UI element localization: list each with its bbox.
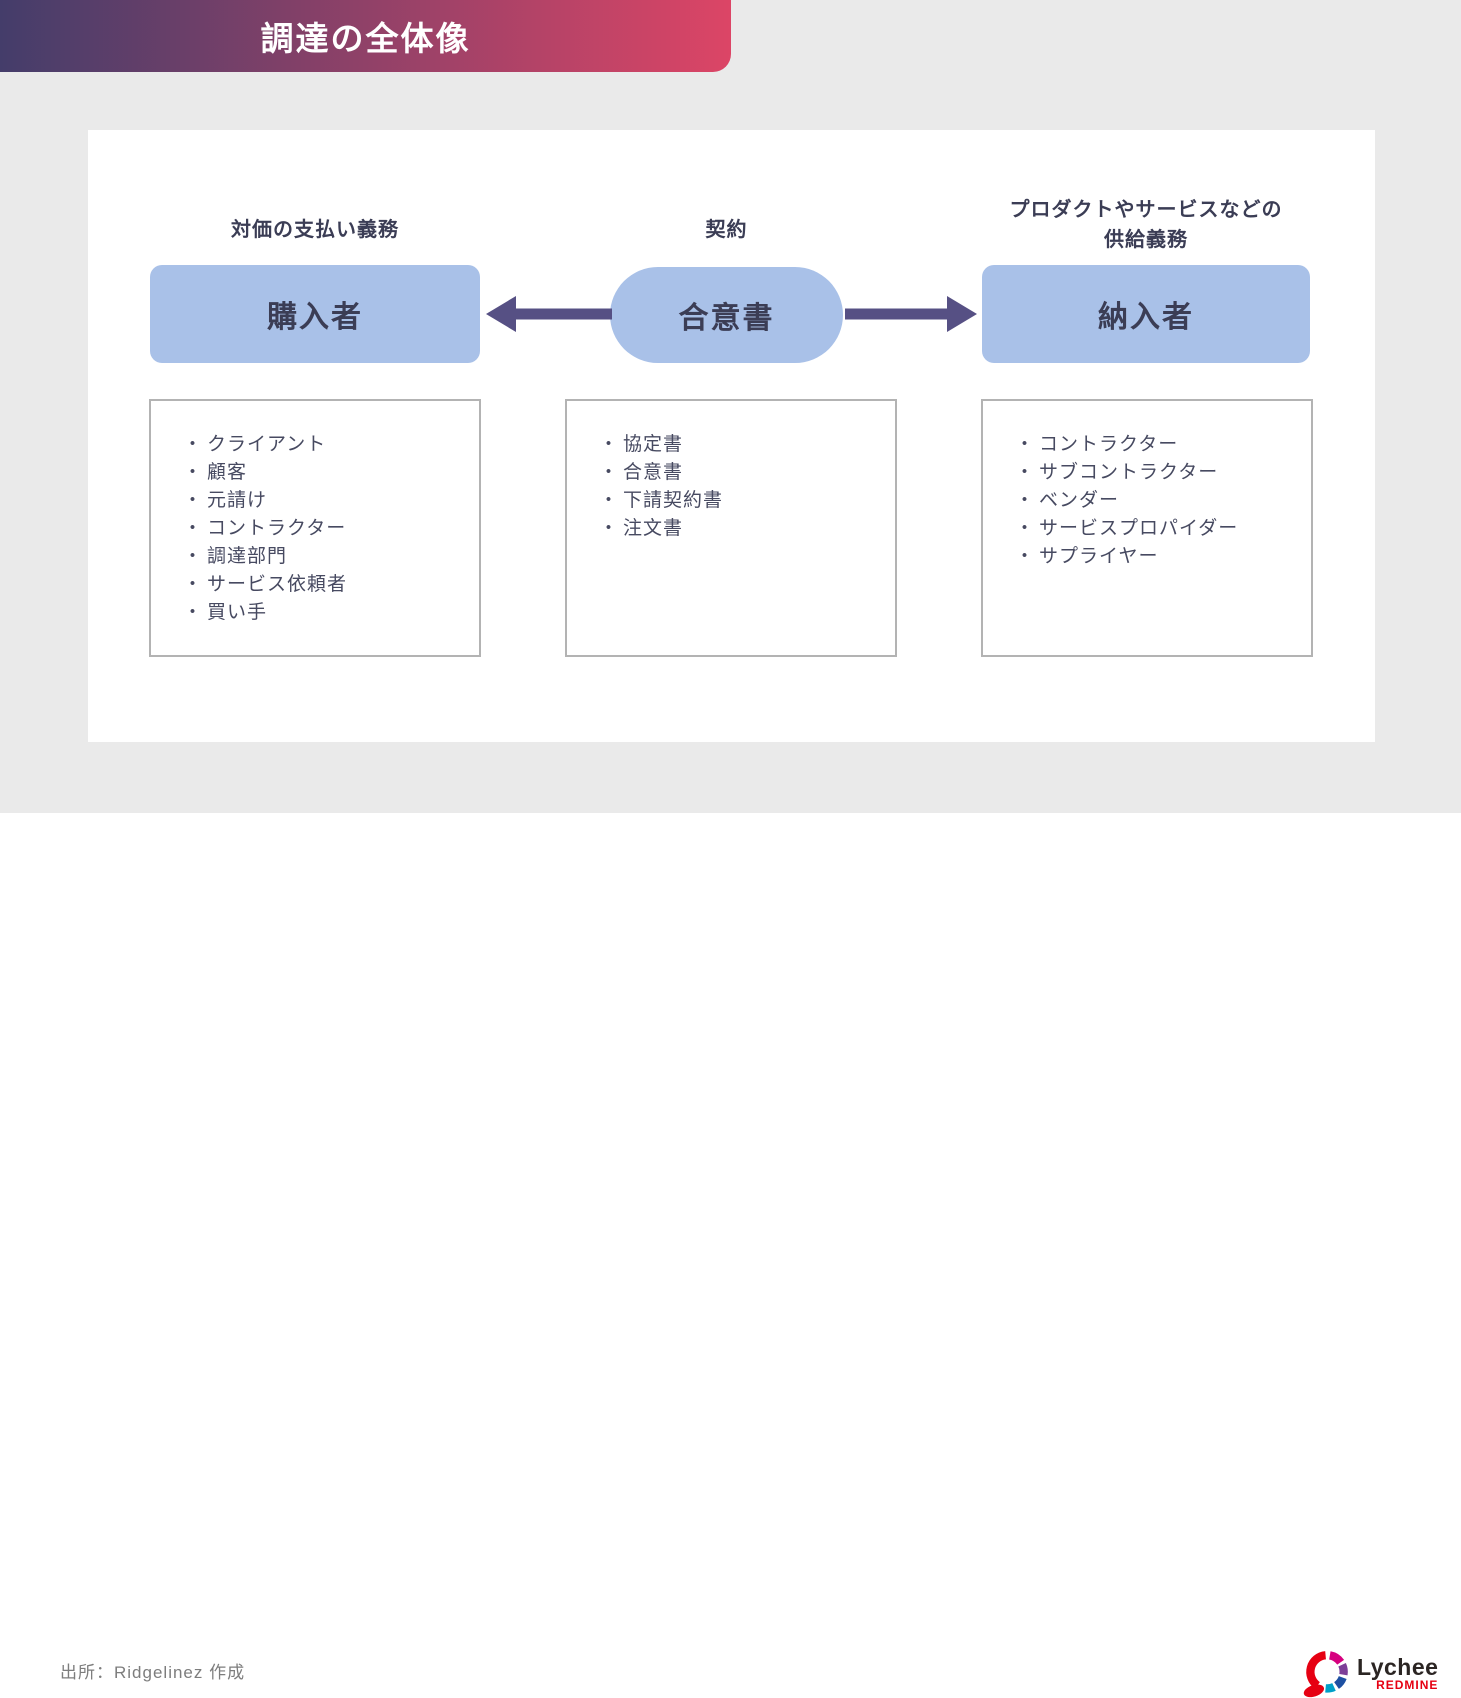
bullet-icon: ・ [599,490,620,511]
bullet-icon: ・ [599,434,620,455]
node-supplier: 納入者 [982,265,1310,363]
list-item: ・協定書 [599,431,887,459]
label-supply-obligation-line2: 供給義務 [1104,229,1188,251]
footer: 出所：Ridgelinez 作成 Lychee REDMINE [0,813,1461,1698]
node-agreement: 合意書 [610,267,843,363]
bullet-icon: ・ [183,546,204,567]
list-item-label: 調達部門 [207,546,288,567]
list-item-label: サプライヤー [1039,546,1159,567]
agreement-list: ・協定書 ・合意書 ・下請契約書 ・注文書 [567,401,895,543]
label-supply-obligation: プロダクトやサービスなどの 供給義務 [968,195,1324,255]
list-item-label: サービスプロパイダー [1039,518,1239,539]
bullet-icon: ・ [1015,518,1036,539]
node-purchaser: 購入者 [150,265,480,363]
lychee-ring-icon [1303,1651,1348,1698]
bullet-icon: ・ [1015,462,1036,483]
bullet-icon: ・ [183,434,204,455]
list-item: ・サプライヤー [1015,543,1303,571]
bullet-icon: ・ [183,574,204,595]
logo-name: Lychee [1357,1653,1439,1680]
list-item-label: 注文書 [623,518,684,539]
bullet-icon: ・ [183,602,204,623]
bullet-icon: ・ [1015,490,1036,511]
source-note: 出所：Ridgelinez 作成 [60,1663,246,1682]
bullet-icon: ・ [599,518,620,539]
list-item-label: 買い手 [207,602,268,623]
page-title: 調達の全体像 [260,20,471,57]
list-item-label: 元請け [207,490,268,511]
list-item: ・顧客 [183,459,471,487]
list-item: ・コントラクター [1015,431,1303,459]
list-item-label: コントラクター [1039,434,1179,455]
bullet-icon: ・ [183,462,204,483]
header-bar: 調達の全体像 [0,0,731,72]
bullet-icon: ・ [183,518,204,539]
purchaser-list-box: ・クライアント ・顧客 ・元請け ・コントラクター ・調達部門 ・サービス依頼者… [149,399,481,657]
list-item-label: 合意書 [623,462,684,483]
list-item-label: コントラクター [207,518,347,539]
list-item-label: サブコントラクター [1039,462,1219,483]
list-item: ・調達部門 [183,543,471,571]
list-item-label: サービス依頼者 [207,574,348,595]
logo-subtitle: REDMINE [1376,1677,1439,1692]
supplier-list: ・コントラクター ・サブコントラクター ・ベンダー ・サービスプロパイダー ・サ… [983,401,1311,571]
bullet-icon: ・ [1015,546,1036,567]
list-item: ・サービスプロパイダー [1015,515,1303,543]
bullet-icon: ・ [183,490,204,511]
list-item: ・合意書 [599,459,887,487]
logo-text-block: Lychee REDMINE [1357,1655,1438,1692]
list-item-label: 協定書 [623,434,684,455]
label-payment-obligation: 対価の支払い義務 [231,219,399,241]
agreement-list-box: ・協定書 ・合意書 ・下請契約書 ・注文書 [565,399,897,657]
list-item: ・元請け [183,487,471,515]
list-item-label: 顧客 [207,462,248,483]
lychee-redmine-logo: Lychee REDMINE [1303,1648,1438,1698]
list-item: ・注文書 [599,515,887,543]
list-item: ・クライアント [183,431,471,459]
supplier-list-box: ・コントラクター ・サブコントラクター ・ベンダー ・サービスプロパイダー ・サ… [981,399,1313,657]
list-item: ・下請契約書 [599,487,887,515]
list-item: ・買い手 [183,599,471,627]
list-item: ・ベンダー [1015,487,1303,515]
list-item-label: クライアント [207,434,327,455]
list-item: ・コントラクター [183,515,471,543]
arrow-left-icon [486,296,612,332]
list-item-label: ベンダー [1039,490,1120,511]
diagram-card: 対価の支払い義務 契約 プロダクトやサービスなどの 供給義務 購入者 合意書 納… [88,130,1375,742]
bullet-icon: ・ [599,462,620,483]
list-item: ・サブコントラクター [1015,459,1303,487]
arrow-right-icon [845,296,977,332]
purchaser-list: ・クライアント ・顧客 ・元請け ・コントラクター ・調達部門 ・サービス依頼者… [151,401,479,627]
bullet-icon: ・ [1015,434,1036,455]
label-supply-obligation-line1: プロダクトやサービスなどの [1009,199,1283,221]
label-contract: 契約 [705,219,748,241]
list-item-label: 下請契約書 [623,490,724,511]
list-item: ・サービス依頼者 [183,571,471,599]
